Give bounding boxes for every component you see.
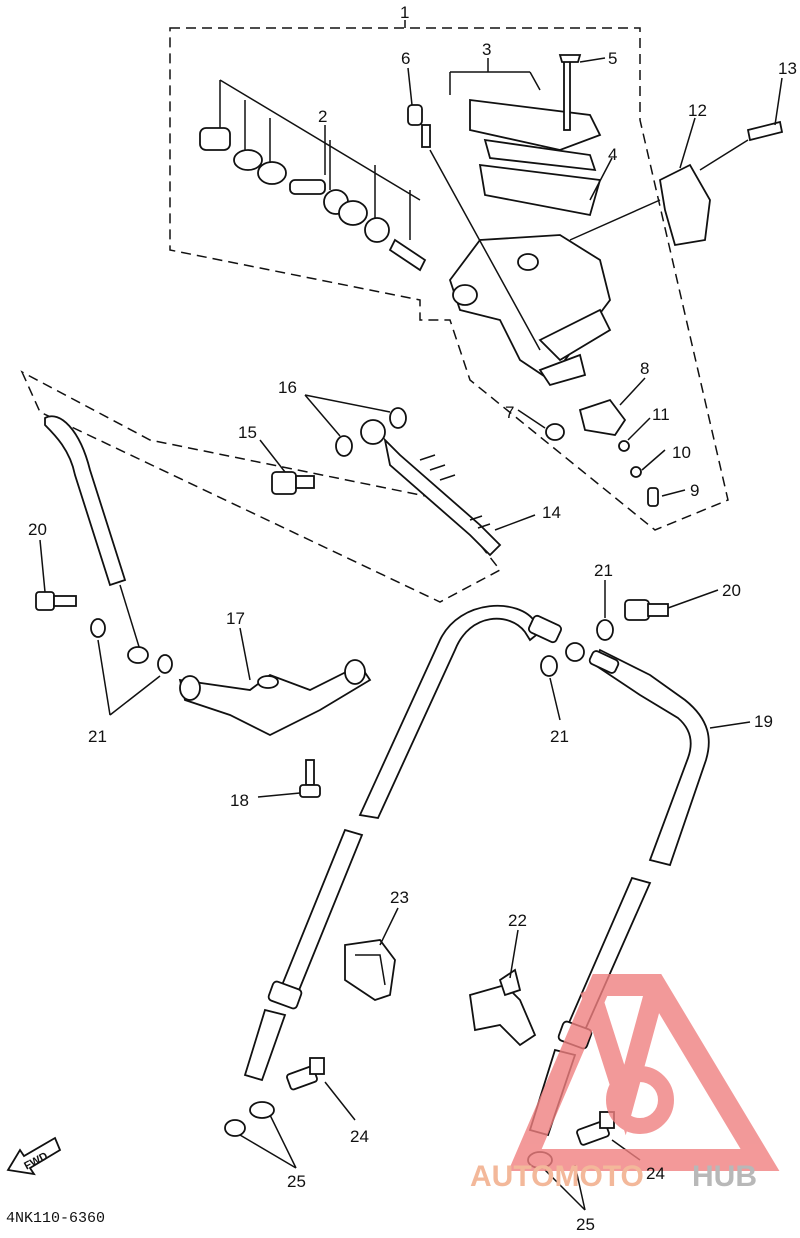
callout-20-left: 20	[28, 520, 47, 539]
callout-25-left: 25	[287, 1172, 306, 1191]
callout-10: 10	[672, 443, 691, 462]
watermark-text-2: HUB	[692, 1160, 757, 1193]
master-cylinder-body	[448, 234, 612, 387]
callout-25-right: 25	[576, 1215, 595, 1234]
callout-15: 15	[238, 423, 257, 442]
callout-16: 16	[278, 378, 297, 397]
callout-12: 12	[688, 101, 707, 120]
leader-lines	[39, 20, 783, 1211]
assembly-boundary-dashed	[169, 27, 729, 531]
callout-3: 3	[482, 40, 491, 59]
callout-22: 22	[508, 911, 527, 930]
fwd-label: FWD	[22, 1150, 50, 1172]
callout-13: 13	[778, 59, 797, 78]
callout-14: 14	[542, 503, 561, 522]
callout-18: 18	[230, 791, 249, 810]
main-brake-hose	[358, 599, 710, 867]
callout-6: 6	[401, 49, 410, 68]
callout-17: 17	[226, 609, 245, 628]
hose-holder-22	[468, 968, 537, 1047]
callout-labels: 1 2 3 4 5 6 7 8 9 10 11 12 13 14 15 16 1…	[28, 3, 797, 1234]
watermark-logo	[508, 974, 780, 1171]
handlebar-clamp	[569, 120, 784, 247]
fwd-arrow-icon: FWD	[6, 1136, 62, 1176]
watermark-text-1: AUTOMOTO	[470, 1160, 644, 1193]
callout-11: 11	[652, 405, 670, 424]
callout-21-upper: 21	[594, 561, 613, 580]
callout-21-left: 21	[88, 727, 107, 746]
bleed-screw	[407, 104, 541, 351]
left-upper-brake-line	[35, 415, 173, 674]
piston-kit	[199, 79, 427, 272]
catalog-code: 4NK110-6360	[6, 1210, 105, 1227]
callout-23: 23	[390, 888, 409, 907]
callout-21-lower: 21	[550, 727, 569, 746]
banjo-hose-end	[271, 407, 502, 557]
callout-5: 5	[608, 49, 617, 68]
brake-switch	[545, 398, 659, 507]
callout-24-left: 24	[350, 1127, 369, 1146]
callout-8: 8	[640, 359, 649, 378]
reservoir-cap	[449, 54, 602, 217]
callout-9: 9	[690, 481, 699, 500]
callout-2: 2	[318, 107, 327, 126]
left-lower-brake-hose	[224, 828, 364, 1137]
callout-19: 19	[754, 712, 773, 731]
hose-holder-23	[344, 939, 396, 1001]
callout-20-right: 20	[722, 581, 741, 600]
hose-assembly-boundary-dashed	[20, 370, 502, 603]
callout-4: 4	[608, 145, 617, 164]
callout-1: 1	[400, 3, 409, 22]
callout-7: 7	[505, 403, 514, 422]
brake-hose-joint	[178, 659, 372, 798]
callout-24-right: 24	[646, 1164, 665, 1183]
